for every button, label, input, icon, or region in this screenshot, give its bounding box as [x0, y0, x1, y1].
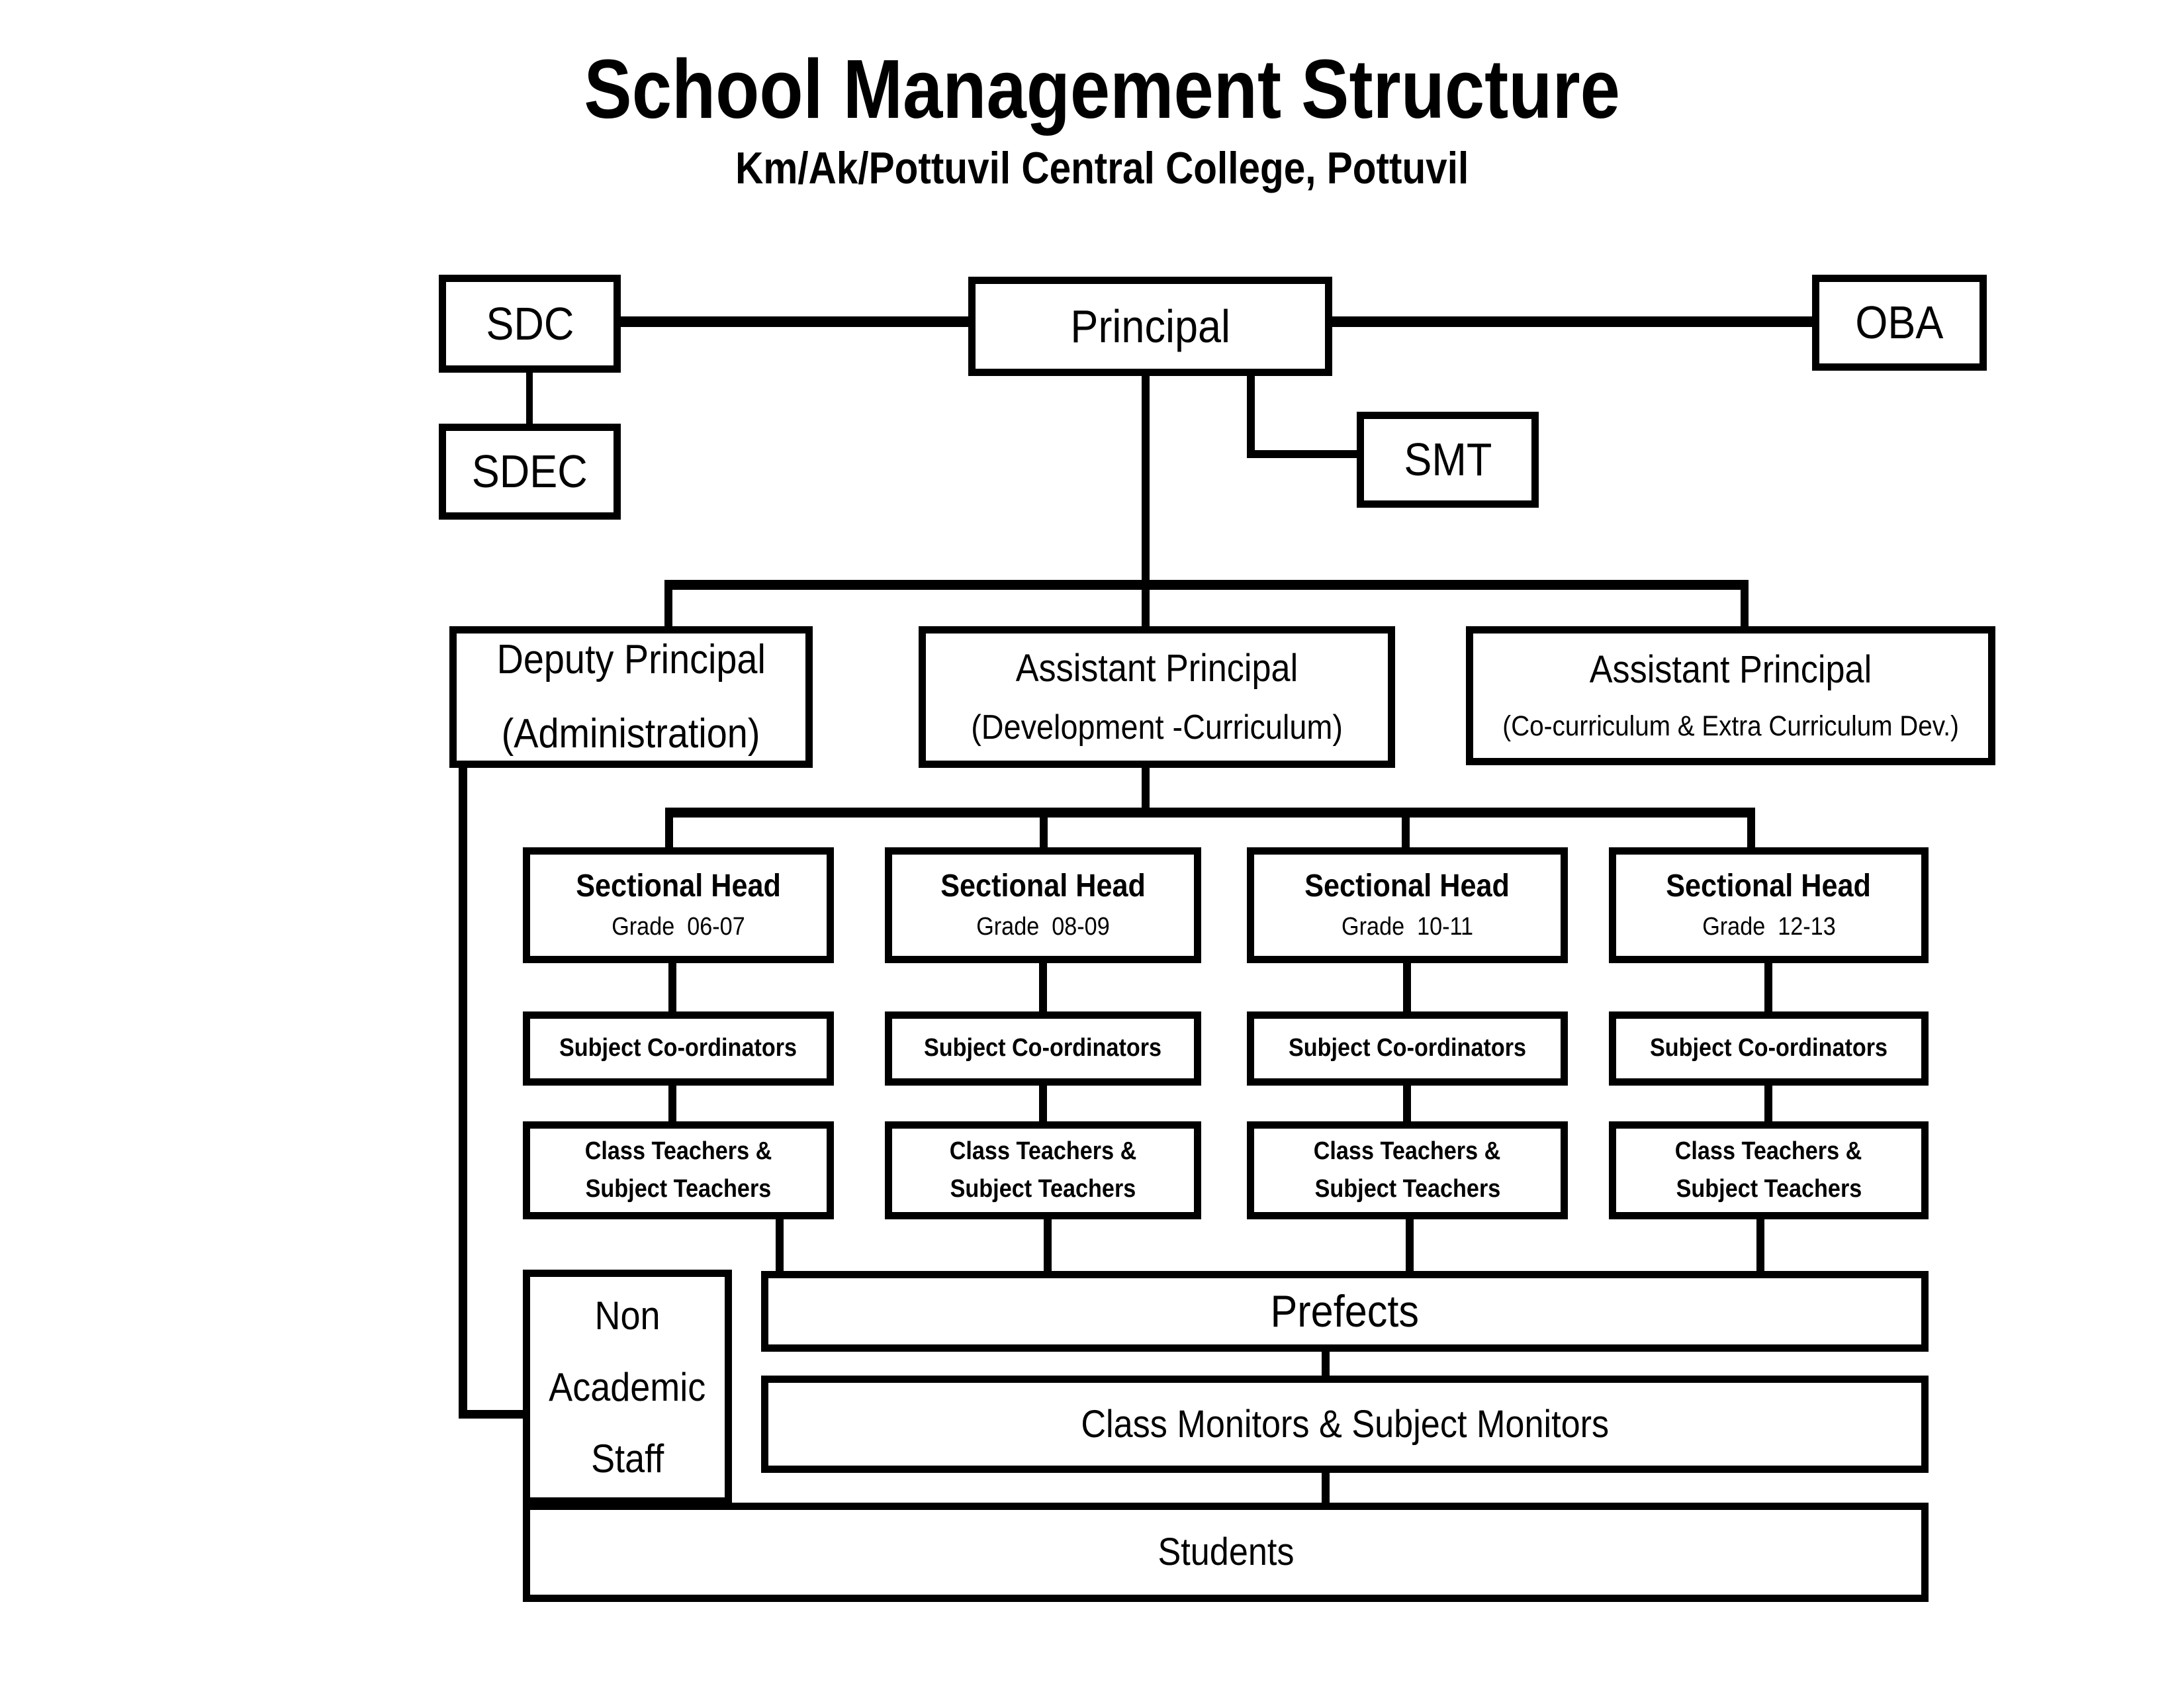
edge-teachers2-prefects [1044, 1219, 1052, 1271]
edge-principal-down [1142, 376, 1150, 626]
node-class-monitors: Class Monitors & Subject Monitors [761, 1376, 1929, 1473]
node-sdc-label: SDC [485, 297, 574, 350]
node-teachers-1-line1: Class Teachers & [584, 1137, 772, 1165]
node-teachers-1-line2: Subject Teachers [585, 1175, 772, 1203]
node-sdc: SDC [439, 275, 621, 373]
edge-coordinators2-teachers [1039, 1086, 1047, 1121]
node-coordinators-3: Subject Co-ordinators [1247, 1011, 1568, 1086]
node-sectional-head-2-grade: Grade 08-09 [976, 913, 1110, 941]
edge-prefects-monitors [1322, 1352, 1330, 1376]
node-class-monitors-label: Class Monitors & Subject Monitors [1081, 1402, 1609, 1446]
node-students: Students [523, 1503, 1929, 1602]
node-coordinators-1-label: Subject Co-ordinators [559, 1034, 797, 1062]
edge-tier3-bar [665, 808, 1755, 818]
node-sectional-head-3-title: Sectional Head [1304, 868, 1510, 904]
edge-section4-coordinators [1764, 963, 1772, 1011]
edge-assistant-dev-down [1142, 768, 1150, 810]
node-smt: SMT [1357, 412, 1539, 508]
node-sectional-head-3: Sectional Head Grade 10-11 [1247, 847, 1568, 963]
node-principal: Principal [968, 277, 1332, 376]
edge-monitors-students [1322, 1473, 1330, 1503]
edge-principal-smt-horizontal [1247, 450, 1357, 458]
node-sectional-head-4-title: Sectional Head [1666, 868, 1872, 904]
node-sectional-head-1-title: Sectional Head [576, 868, 781, 904]
node-coordinators-4-label: Subject Co-ordinators [1649, 1034, 1888, 1062]
edge-coordinators1-teachers [668, 1086, 676, 1121]
edge-drop-section-1 [665, 808, 673, 847]
edge-drop-section-3 [1402, 808, 1410, 847]
page-title-text: School Management Structure [584, 42, 1620, 136]
node-teachers-3-line1: Class Teachers & [1314, 1137, 1501, 1165]
edge-section3-coordinators [1403, 963, 1411, 1011]
node-teachers-3: Class Teachers & Subject Teachers [1247, 1121, 1568, 1219]
node-oba-label: OBA [1855, 297, 1944, 348]
edge-deputy-down [459, 768, 467, 1419]
edge-sdc-principal [621, 316, 968, 327]
page-subtitle-text: Km/Ak/Pottuvil Central College, Pottuvil [735, 143, 1469, 193]
node-deputy-subtitle: (Administration) [502, 711, 760, 757]
edge-drop-section-4 [1747, 808, 1755, 847]
node-teachers-3-line2: Subject Teachers [1314, 1175, 1500, 1203]
node-teachers-4-line2: Subject Teachers [1676, 1175, 1862, 1203]
node-oba: OBA [1812, 275, 1987, 371]
node-non-academic-line3: Staff [590, 1436, 664, 1481]
node-coordinators-2-label: Subject Co-ordinators [924, 1034, 1162, 1062]
edge-drop-assistant-co [1741, 580, 1749, 626]
node-assistant-principal-co: Assistant Principal (Co-curriculum & Ext… [1466, 626, 1995, 765]
node-teachers-1: Class Teachers & Subject Teachers [523, 1121, 834, 1219]
node-teachers-2-line2: Subject Teachers [950, 1175, 1136, 1203]
node-sectional-head-4-grade: Grade 12-13 [1702, 913, 1836, 941]
node-prefects: Prefects [761, 1271, 1929, 1352]
node-teachers-4-line1: Class Teachers & [1675, 1137, 1862, 1165]
node-assistant-co-subtitle: (Co-curriculum & Extra Curriculum Dev.) [1502, 710, 1959, 743]
node-non-academic-line2: Academic [549, 1364, 706, 1409]
page-title: School Management Structure [0, 41, 2184, 137]
node-coordinators-4: Subject Co-ordinators [1609, 1011, 1929, 1086]
edge-coordinators4-teachers [1764, 1086, 1772, 1121]
edge-section1-coordinators [668, 963, 676, 1011]
node-sectional-head-2-title: Sectional Head [940, 868, 1146, 904]
node-non-academic-staff: Non Academic Staff [523, 1270, 732, 1505]
node-prefects-label: Prefects [1270, 1286, 1420, 1336]
node-sectional-head-1-grade: Grade 06-07 [612, 913, 745, 941]
edge-principal-smt-vertical [1247, 376, 1255, 458]
node-sectional-head-1: Sectional Head Grade 06-07 [523, 847, 834, 963]
node-assistant-dev-subtitle: (Development -Curriculum) [971, 708, 1343, 747]
edge-deputy-nonacademic [459, 1410, 525, 1419]
node-coordinators-2: Subject Co-ordinators [885, 1011, 1201, 1086]
edge-teachers4-prefects [1756, 1219, 1764, 1271]
edge-tier2-bar [664, 580, 1749, 590]
node-deputy-principal: Deputy Principal (Administration) [449, 626, 813, 768]
node-deputy-title: Deputy Principal [496, 636, 766, 682]
edge-principal-oba [1332, 316, 1812, 327]
node-coordinators-3-label: Subject Co-ordinators [1288, 1034, 1527, 1062]
node-sectional-head-4: Sectional Head Grade 12-13 [1609, 847, 1929, 963]
edge-drop-deputy [664, 580, 672, 626]
node-principal-label: Principal [1070, 300, 1230, 352]
node-teachers-2: Class Teachers & Subject Teachers [885, 1121, 1201, 1219]
edge-teachers1-prefects [776, 1219, 784, 1271]
node-students-label: Students [1157, 1530, 1295, 1574]
node-sectional-head-2: Sectional Head Grade 08-09 [885, 847, 1201, 963]
node-assistant-dev-title: Assistant Principal [1015, 646, 1298, 690]
edge-teachers3-prefects [1406, 1219, 1414, 1271]
node-teachers-2-line1: Class Teachers & [949, 1137, 1137, 1165]
node-assistant-co-title: Assistant Principal [1589, 648, 1872, 692]
node-non-academic-line1: Non [594, 1293, 660, 1338]
edge-sdc-sdec [526, 373, 533, 424]
edge-coordinators3-teachers [1403, 1086, 1411, 1121]
node-smt-label: SMT [1403, 434, 1492, 485]
page-subtitle: Km/Ak/Pottuvil Central College, Pottuvil [0, 142, 2184, 194]
edge-drop-section-2 [1040, 808, 1048, 847]
edge-section2-coordinators [1039, 963, 1047, 1011]
node-coordinators-1: Subject Co-ordinators [523, 1011, 834, 1086]
node-sectional-head-3-grade: Grade 10-11 [1341, 913, 1473, 941]
node-teachers-4: Class Teachers & Subject Teachers [1609, 1121, 1929, 1219]
node-sdec-label: SDEC [471, 445, 588, 497]
node-assistant-principal-dev: Assistant Principal (Development -Curric… [919, 626, 1395, 768]
node-sdec: SDEC [439, 424, 621, 520]
